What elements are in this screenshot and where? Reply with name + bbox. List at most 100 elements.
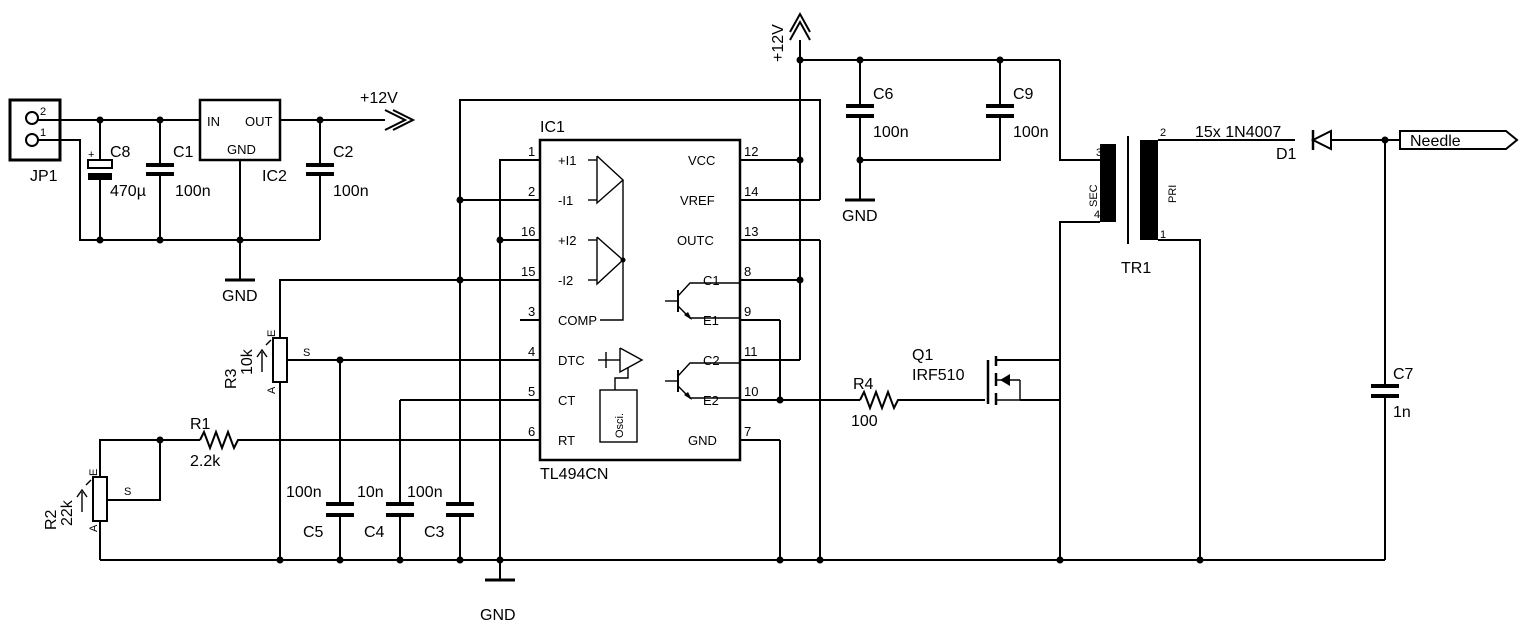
ic1-pin-name-e2: E2 [703, 393, 719, 408]
ic1-pin-name-comp: COMP [558, 313, 597, 328]
output-transistor-1-icon [665, 282, 740, 320]
ic1-pin16-num: 16 [521, 224, 535, 239]
ic1-pin-name-gnd: GND [688, 433, 717, 448]
ic1-pin11-num: 11 [744, 344, 758, 359]
vcc-arrow-icon: +12V [770, 11, 811, 62]
c6-value: 100n [873, 124, 909, 141]
potentiometer-r3: E S A R3 10k [223, 330, 310, 394]
r2-value: 22k [59, 499, 76, 526]
capacitor-c4: 10n C4 [357, 484, 414, 541]
ic2-label: IC2 [262, 168, 287, 185]
ic1-pin-name-vcc: VCC [688, 153, 715, 168]
ic1-pin-name-ct: CT [558, 393, 575, 408]
c7-label: C7 [1393, 366, 1414, 383]
c2-label: C2 [333, 144, 354, 161]
needle-terminal: Needle [1399, 130, 1519, 150]
r4-value: 100 [851, 413, 878, 430]
output-transistor-2-icon [665, 362, 740, 400]
r3-e-label: E [266, 330, 278, 337]
tr1-label: TR1 [1121, 260, 1151, 277]
ic1-pin15-num: 15 [521, 264, 535, 279]
c3-value: 100n [407, 484, 443, 501]
capacitor-c5: 100n C5 [286, 484, 354, 541]
r2-label: R2 [43, 509, 60, 530]
capacitor-c1: C1 100n [146, 144, 211, 200]
r2-s-label: S [124, 486, 131, 498]
ic1-pin5-num: 5 [528, 384, 535, 399]
gnd-label-supply: GND [222, 288, 258, 305]
ic1-right-wiring [776, 40, 1060, 560]
r3-label: R3 [223, 368, 240, 389]
c8-label: C8 [110, 144, 131, 161]
ic1-pin1-num: 1 [528, 144, 535, 159]
jp1-pin1-label: 1 [40, 127, 46, 139]
c2-value: 100n [333, 183, 369, 200]
r3-value: 10k [239, 348, 256, 375]
supply-wiring [38, 116, 385, 282]
dtc-comparator-icon [598, 347, 644, 390]
ic1-pin-name-e1: E1 [703, 313, 719, 328]
c8-value: 470µ [110, 183, 146, 200]
ic1-left-wiring: GND [100, 99, 1385, 624]
tr1-pin3: 3 [1096, 147, 1102, 159]
r3-s-label: S [303, 347, 310, 359]
capacitor-c6: C6 100n GND [842, 56, 909, 225]
ic2-gnd-label: GND [227, 142, 256, 157]
c7-value: 1n [1393, 404, 1411, 421]
ic1-pin7-num: 7 [744, 424, 751, 439]
regulator-ic2: IN OUT GND IC2 [198, 98, 287, 185]
ic1-tl494: IC1 TL494CN 1 2 16 15 3 4 5 6 +I1 -I1 +I… [400, 119, 860, 483]
c8-plus-label: + [88, 149, 94, 161]
c4-label: C4 [364, 524, 385, 541]
ic1-pin14-num: 14 [744, 184, 758, 199]
d1-note: 15x 1N4007 [1195, 124, 1281, 141]
capacitor-c9: C9 100n [860, 56, 1049, 161]
capacitor-c2: C2 100n [306, 144, 369, 200]
c1-value: 100n [175, 183, 211, 200]
r3-a-label: A [266, 386, 278, 394]
opamp-1-icon [588, 155, 625, 205]
mosfet-q1: Q1 IRF510 [912, 222, 1061, 405]
ic1-pin-name-outc: OUTC [677, 233, 714, 248]
ic1-pin-name-vref: VREF [680, 193, 715, 208]
ic1-pin-name-rt: RT [558, 433, 575, 448]
r4-label: R4 [853, 376, 874, 393]
d1-label: D1 [1276, 146, 1297, 163]
ic1-pin-name-i2n: -I2 [558, 273, 573, 288]
resistor-r1: R1 2.2k [160, 416, 240, 470]
c3-label: C3 [424, 524, 445, 541]
r2-a-label: A [88, 524, 100, 532]
ic1-pin13-num: 13 [744, 224, 758, 239]
ic2-out-label: OUT [245, 114, 273, 129]
ic1-pin-name-i1n: -I1 [558, 193, 573, 208]
supply-12v-label: +12V [360, 90, 398, 107]
vcc-12v-label: +12V [770, 24, 787, 62]
oscillator-block: Osci. [599, 389, 638, 443]
tr1-pin4: 4 [1094, 209, 1100, 221]
c9-value: 100n [1013, 124, 1049, 141]
ic1-pin8-num: 8 [744, 264, 751, 279]
gnd-label-c6: GND [842, 208, 878, 225]
ic1-pin12-num: 12 [744, 144, 758, 159]
ic1-pin-name-dtc: DTC [558, 353, 585, 368]
capacitor-c7: C7 1n [1371, 140, 1414, 560]
ic1-pin-name-c2: C2 [703, 353, 720, 368]
ic1-part-label: TL494CN [540, 466, 608, 483]
resistor-r4: R4 100 [851, 376, 985, 430]
ic1-pin2-num: 2 [528, 184, 535, 199]
ic1-label: IC1 [540, 119, 565, 136]
tr1-pri-label: PRI [1167, 185, 1179, 203]
c5-label: C5 [303, 524, 324, 541]
r1-label: R1 [190, 416, 211, 433]
ic1-pin9-num: 9 [744, 304, 751, 319]
connector-jp1: 2 1 JP1 [8, 98, 62, 185]
diode-d1: 15x 1N4007 D1 [1195, 124, 1400, 163]
jp1-label: JP1 [30, 168, 58, 185]
c1-label: C1 [173, 144, 194, 161]
ic2-in-label: IN [207, 114, 220, 129]
osci-label: Osci. [614, 413, 626, 438]
tr1-pin2: 2 [1160, 127, 1166, 139]
tr1-pin1: 1 [1160, 229, 1166, 241]
ic1-pin10-num: 10 [744, 384, 758, 399]
